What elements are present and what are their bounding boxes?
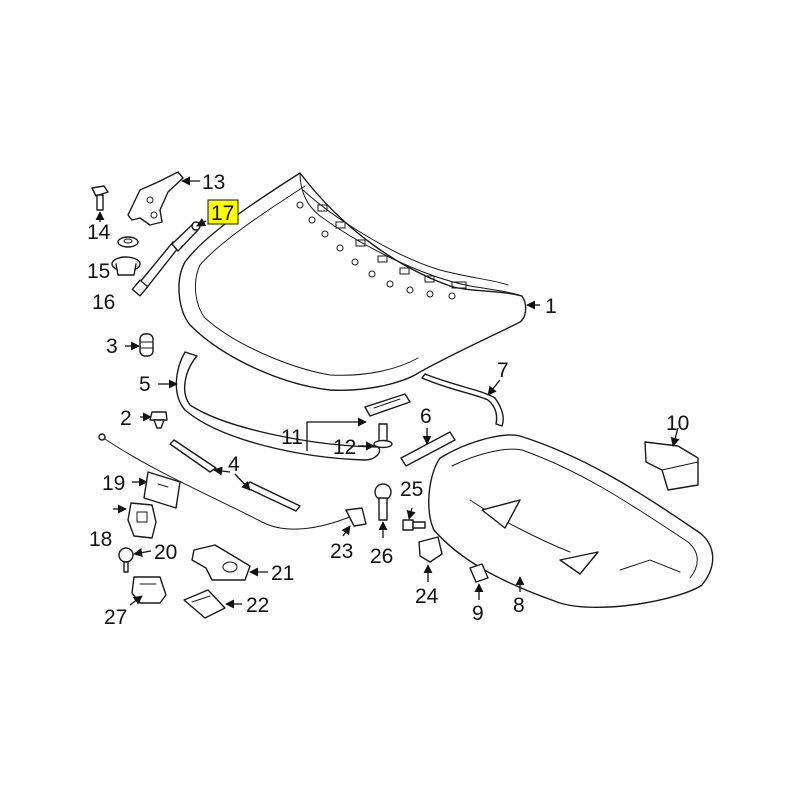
callout-16[interactable]: 16 — [92, 291, 115, 314]
latch-screw[interactable] — [118, 547, 134, 573]
callout-10[interactable]: 10 — [666, 412, 689, 435]
callout-17[interactable]: 17 — [211, 202, 234, 225]
callout-25[interactable]: 25 — [400, 478, 423, 501]
hood-hinge[interactable] — [127, 171, 184, 226]
callout-14[interactable]: 14 — [87, 221, 111, 244]
callout-21[interactable]: 21 — [271, 562, 294, 585]
callout-23[interactable]: 23 — [330, 540, 353, 563]
callout-20[interactable]: 20 — [154, 541, 177, 564]
callout-2[interactable]: 2 — [120, 407, 132, 430]
callout-11[interactable]: 11 — [281, 426, 303, 449]
callout-22[interactable]: 22 — [246, 594, 269, 617]
washer[interactable] — [117, 236, 139, 248]
callout-26[interactable]: 26 — [370, 545, 393, 568]
latch-plate[interactable] — [143, 471, 181, 509]
callout-18[interactable]: 18 — [89, 528, 112, 551]
handle-pin[interactable] — [373, 423, 393, 449]
release-cable[interactable] — [98, 433, 367, 530]
callout-13[interactable]: 13 — [202, 171, 225, 194]
callout-4[interactable]: 4 — [228, 453, 240, 476]
latch-bracket[interactable] — [191, 544, 251, 581]
insulator-bolt[interactable] — [402, 519, 426, 531]
callout-5[interactable]: 5 — [139, 373, 151, 396]
seal-clip[interactable] — [149, 411, 168, 429]
callout-17-highlight — [207, 199, 239, 225]
latch-striker[interactable] — [374, 483, 392, 521]
hood-panel[interactable] — [178, 172, 527, 391]
weatherstrip[interactable] — [169, 439, 301, 512]
callout-labels: 1 2 3 4 5 6 7 8 9 10 11 12 13 14 15 16 1… — [87, 171, 689, 629]
callout-15[interactable]: 15 — [87, 260, 110, 283]
callout-8[interactable]: 8 — [513, 594, 525, 617]
hood-seal[interactable] — [175, 351, 381, 461]
hood-lift-strut[interactable] — [131, 221, 201, 297]
callout-6[interactable]: 6 — [420, 405, 432, 428]
retainer-clip[interactable] — [418, 536, 443, 563]
callout-1[interactable]: 1 — [545, 295, 557, 318]
air-deflector[interactable] — [644, 441, 699, 491]
callout-9[interactable]: 9 — [472, 602, 484, 625]
bumper-stop[interactable] — [139, 333, 154, 357]
callout-7[interactable]: 7 — [497, 359, 509, 382]
grommet[interactable] — [111, 256, 141, 276]
hood-latch[interactable] — [127, 502, 157, 539]
push-clip[interactable] — [469, 563, 489, 583]
callout-3[interactable]: 3 — [106, 335, 118, 358]
latch-pad[interactable] — [183, 589, 226, 619]
callout-19[interactable]: 19 — [102, 472, 125, 495]
leader-lines — [95, 176, 680, 609]
hinge-bolt[interactable] — [91, 185, 109, 211]
hood-insulator[interactable] — [428, 434, 714, 609]
callout-24[interactable]: 24 — [415, 585, 439, 608]
side-seal[interactable] — [421, 373, 504, 427]
hood-inner-holes — [296, 201, 467, 300]
callout-12[interactable]: 12 — [333, 436, 356, 459]
release-handle[interactable] — [364, 393, 411, 417]
molding-strip[interactable] — [400, 431, 456, 467]
callout-27[interactable]: 27 — [104, 606, 127, 629]
